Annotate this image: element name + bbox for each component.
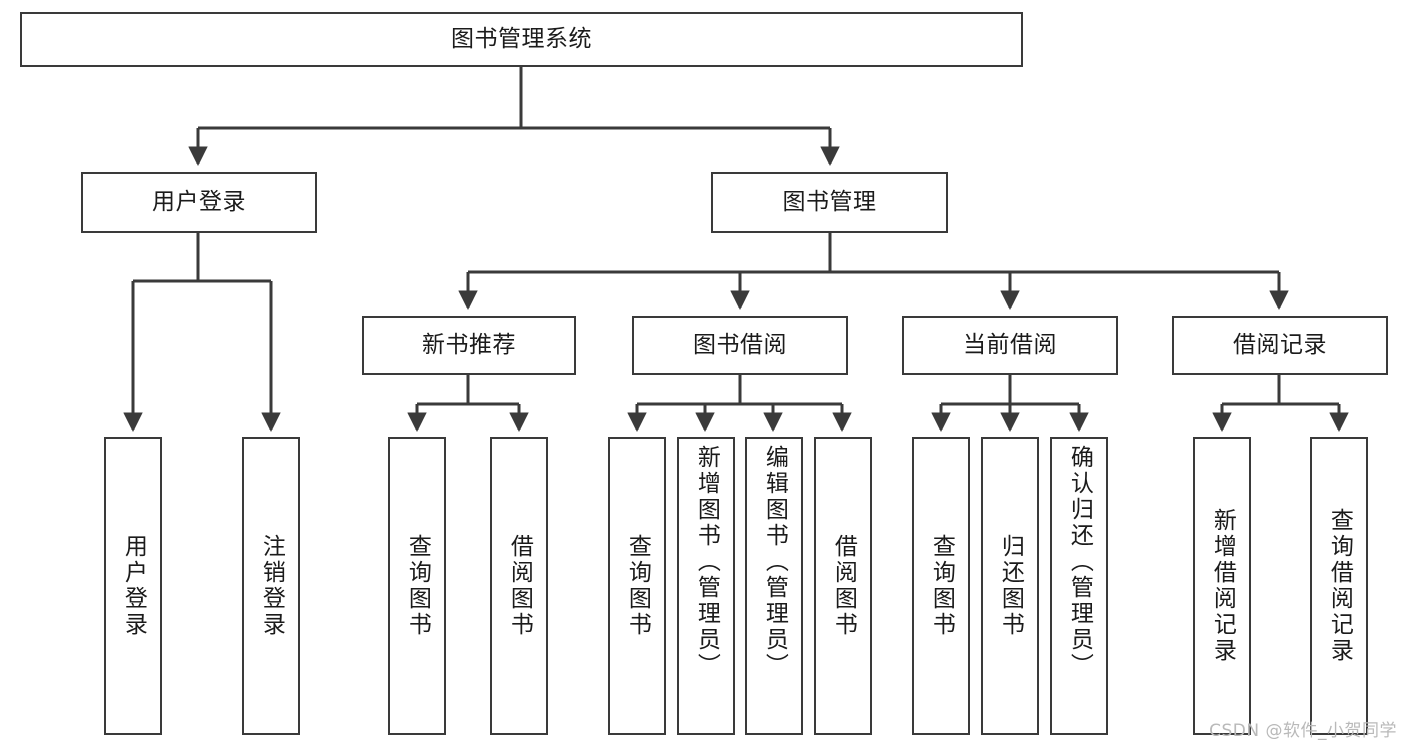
node-label: 借阅图书: [830, 534, 857, 638]
leaf-return-books[interactable]: 归还图书: [981, 437, 1039, 735]
node-label: 注销登录: [258, 534, 285, 638]
node-label: 新增借阅记录: [1209, 508, 1236, 664]
node-label: 编辑图书（管理员）: [761, 445, 788, 679]
node-label: 用户登录: [120, 534, 147, 638]
node-label: 借阅记录: [1233, 332, 1327, 359]
node-label: 查询图书: [928, 534, 955, 638]
leaf-query-books-borrow[interactable]: 查询图书: [608, 437, 666, 735]
node-label: 确认归还（管理员）: [1066, 445, 1093, 679]
node-user-login[interactable]: 用户登录: [81, 172, 317, 233]
node-label: 新书推荐: [422, 332, 516, 359]
leaf-confirm-return-admin[interactable]: 确认归还（管理员）: [1050, 437, 1108, 735]
node-borrowing-records[interactable]: 借阅记录: [1172, 316, 1388, 375]
leaf-query-borrow-record[interactable]: 查询借阅记录: [1310, 437, 1368, 735]
node-label: 新增图书（管理员）: [693, 445, 720, 679]
node-label: 图书借阅: [693, 332, 787, 359]
node-label: 用户登录: [152, 189, 246, 216]
node-label: 借阅图书: [506, 534, 533, 638]
watermark-text: CSDN @软件_小贺同学: [1209, 721, 1397, 741]
leaf-edit-book-admin[interactable]: 编辑图书（管理员）: [745, 437, 803, 735]
leaf-add-book-admin[interactable]: 新增图书（管理员）: [677, 437, 735, 735]
node-label: 查询图书: [404, 534, 431, 638]
leaf-add-borrow-record[interactable]: 新增借阅记录: [1193, 437, 1251, 735]
node-book-management[interactable]: 图书管理: [711, 172, 948, 233]
node-label: 查询借阅记录: [1326, 508, 1353, 664]
node-current-borrowing[interactable]: 当前借阅: [902, 316, 1118, 375]
leaf-user-login[interactable]: 用户登录: [104, 437, 162, 735]
leaf-borrow-books-recommend[interactable]: 借阅图书: [490, 437, 548, 735]
leaf-query-books-current[interactable]: 查询图书: [912, 437, 970, 735]
leaf-logout[interactable]: 注销登录: [242, 437, 300, 735]
node-label: 图书管理: [782, 189, 877, 216]
leaf-query-books-recommend[interactable]: 查询图书: [388, 437, 446, 735]
node-label: 归还图书: [997, 534, 1024, 638]
leaf-borrow-books[interactable]: 借阅图书: [814, 437, 872, 735]
node-label: 查询图书: [624, 534, 651, 638]
node-new-book-recommendation[interactable]: 新书推荐: [362, 316, 576, 375]
node-label: 当前借阅: [963, 332, 1057, 359]
node-book-borrowing[interactable]: 图书借阅: [632, 316, 848, 375]
node-root-book-management-system[interactable]: 图书管理系统: [20, 12, 1023, 67]
node-label: 图书管理系统: [451, 26, 592, 53]
